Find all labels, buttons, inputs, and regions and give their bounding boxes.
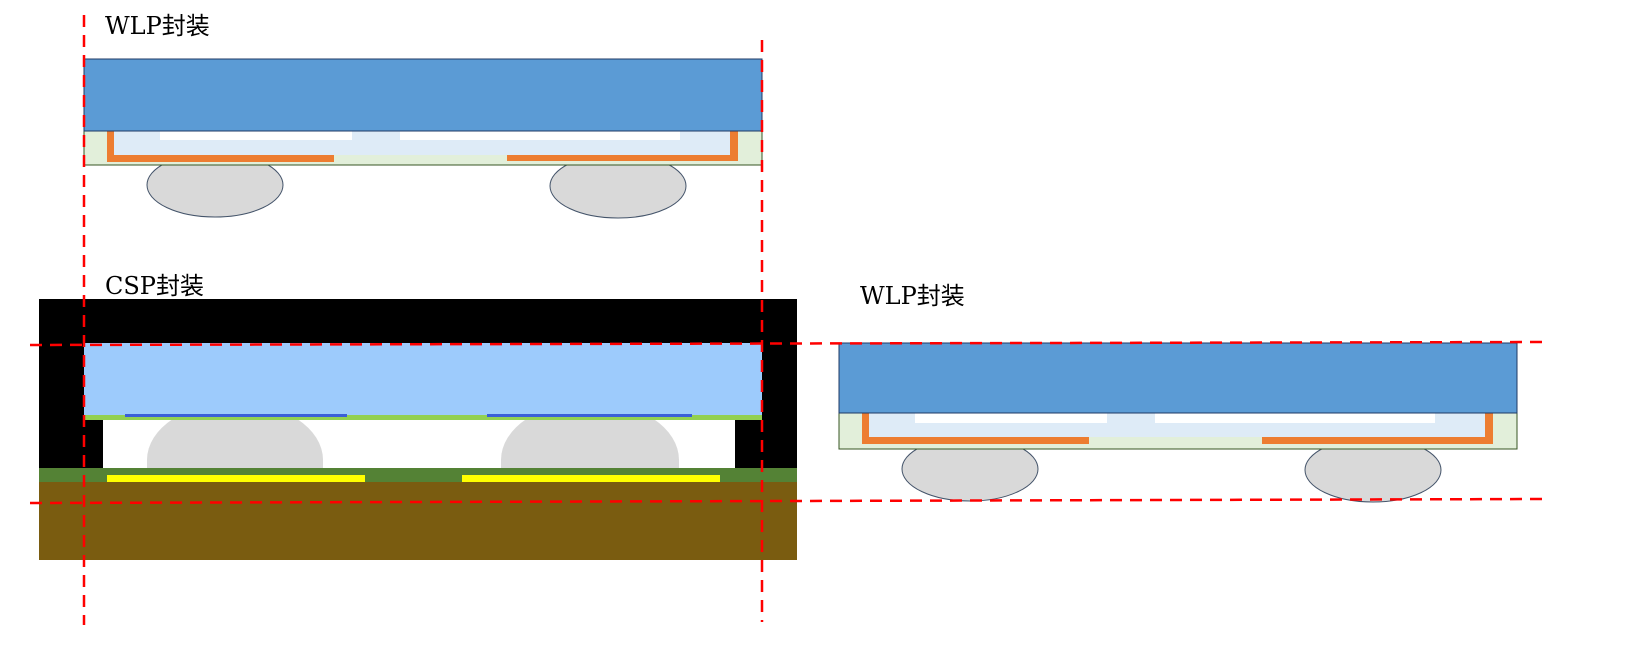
label-wlp-right: WLP封装 xyxy=(860,282,965,310)
rdl-trace-left xyxy=(862,413,1089,444)
die-pad xyxy=(487,414,692,417)
label-wlp-top: WLP封装 xyxy=(105,12,210,40)
guide-horizontal-top xyxy=(29,340,1546,347)
white-gap xyxy=(1155,413,1435,423)
rdl-trace-right xyxy=(1262,413,1493,444)
label-csp: CSP封装 xyxy=(105,272,204,300)
silicon-die xyxy=(83,58,763,132)
passivation-line xyxy=(84,415,762,420)
bond-pad xyxy=(107,475,365,482)
csp-die xyxy=(84,343,762,415)
guide-lines xyxy=(29,15,1546,625)
bond-pad xyxy=(462,475,720,482)
white-gap xyxy=(915,413,1107,423)
pcb-board xyxy=(39,482,797,560)
die-pad xyxy=(125,414,347,417)
csp-package xyxy=(39,299,797,560)
guide-horizontal-bottom xyxy=(29,497,1546,505)
silicon-die xyxy=(838,342,1518,414)
white-gap xyxy=(160,131,352,140)
wlp-package-top xyxy=(83,58,763,219)
rdl-trace-left xyxy=(107,131,334,162)
rdl-trace-right xyxy=(507,131,738,161)
wlp-package-right xyxy=(838,342,1518,503)
white-gap xyxy=(400,131,680,140)
